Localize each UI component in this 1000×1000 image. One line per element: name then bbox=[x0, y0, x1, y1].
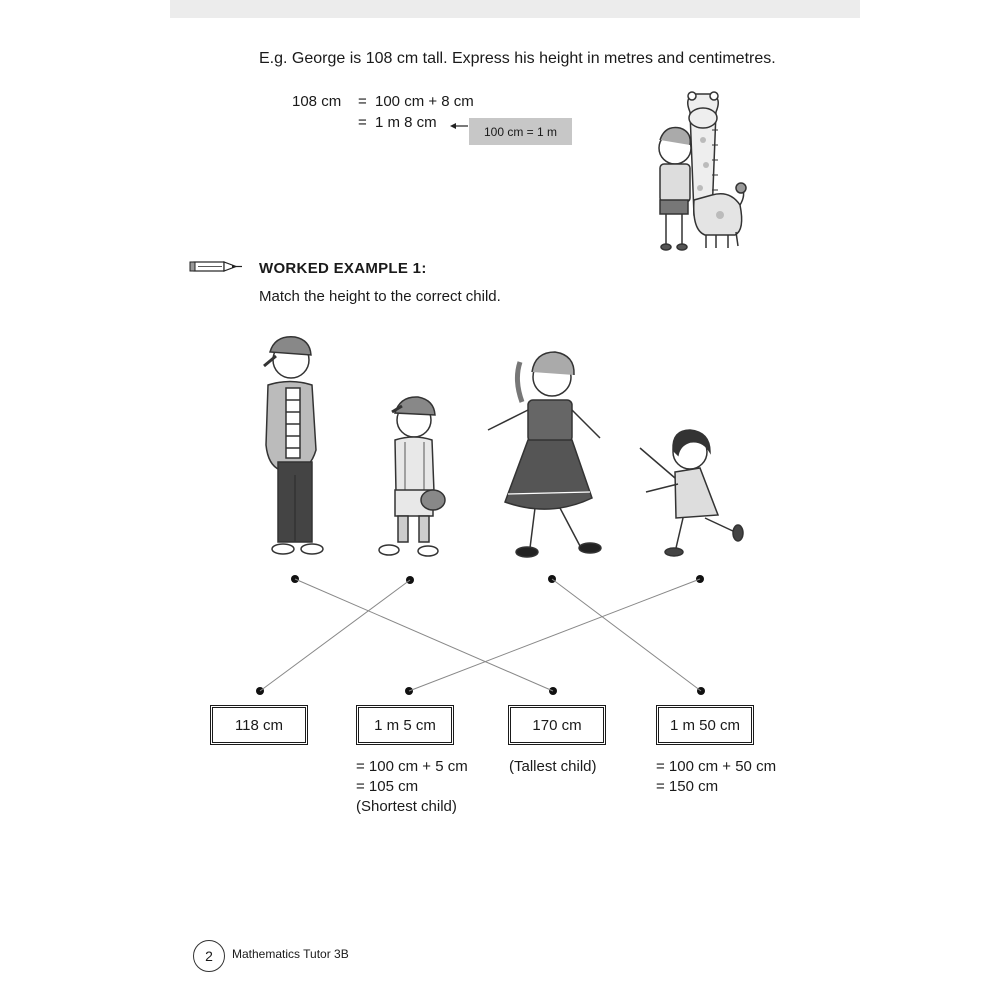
height-box-label: 1 m 5 cm bbox=[374, 716, 436, 734]
girl-in-dress-illustration bbox=[487, 351, 602, 558]
height-box-label: 170 cm bbox=[532, 716, 582, 734]
explanation-line: (Tallest child) bbox=[509, 758, 597, 775]
height-box-170cm: 170 cm bbox=[508, 705, 606, 745]
height-box-118cm: 118 cm bbox=[210, 705, 308, 745]
explanation-line: = 100 cm + 5 cm bbox=[356, 758, 468, 775]
match-line-tall-boy-170cm bbox=[294, 578, 554, 692]
height-box-label: 118 cm bbox=[234, 716, 284, 734]
height-box-1m5cm: 1 m 5 cm bbox=[356, 705, 454, 745]
small-girl-illustration bbox=[639, 429, 744, 557]
book-title: Mathematics Tutor 3B bbox=[232, 947, 349, 961]
match-line-girl-dress-1m50cm bbox=[551, 578, 702, 692]
page-number: 2 bbox=[193, 940, 225, 972]
matching-dots bbox=[256, 575, 705, 695]
worked-example-heading: WORKED EXAMPLE 1: bbox=[259, 260, 427, 277]
calc-line1-right: 100 cm + 8 cm bbox=[375, 93, 474, 110]
calc-line2-right: 1 m 8 cm bbox=[375, 114, 437, 131]
explanation-1m50cm: = 100 cm + 50 cm = 150 cm bbox=[656, 757, 776, 797]
intro-text: E.g. George is 108 cm tall. Express his … bbox=[259, 50, 776, 67]
calc-line1-left: 108 cm bbox=[292, 93, 342, 110]
worked-example-instruction: Match the height to the correct child. bbox=[259, 288, 501, 305]
giraffe-height-chart-illustration bbox=[658, 91, 747, 251]
match-line-baseball-boy-118cm bbox=[259, 579, 411, 692]
height-box-label: 1 m 50 cm bbox=[669, 716, 741, 734]
matching-lines bbox=[259, 578, 702, 692]
explanation-1m5cm: = 100 cm + 5 cm = 105 cm (Shortest child… bbox=[356, 757, 468, 817]
match-line-small-girl-1m5cm bbox=[408, 578, 701, 692]
page-number-text: 2 bbox=[205, 948, 213, 964]
explanation-line: = 100 cm + 50 cm bbox=[656, 758, 777, 775]
calc-line1-equals: = bbox=[358, 93, 367, 110]
calc-line2-equals: = bbox=[358, 114, 367, 131]
conversion-note: 100 cm = 1 m bbox=[469, 118, 572, 145]
page-header-band bbox=[170, 0, 860, 18]
pencil-icon bbox=[189, 261, 242, 272]
explanation-line: = 105 cm bbox=[356, 778, 419, 795]
explanation-line: = 150 cm bbox=[656, 778, 719, 795]
explanation-line: (Shortest child) bbox=[356, 798, 457, 815]
tall-boy-illustration bbox=[263, 336, 324, 555]
note-arrow-icon bbox=[450, 123, 468, 129]
explanation-170cm: (Tallest child) bbox=[509, 757, 597, 777]
height-box-1m50cm: 1 m 50 cm bbox=[656, 705, 754, 745]
baseball-boy-illustration bbox=[378, 396, 446, 557]
